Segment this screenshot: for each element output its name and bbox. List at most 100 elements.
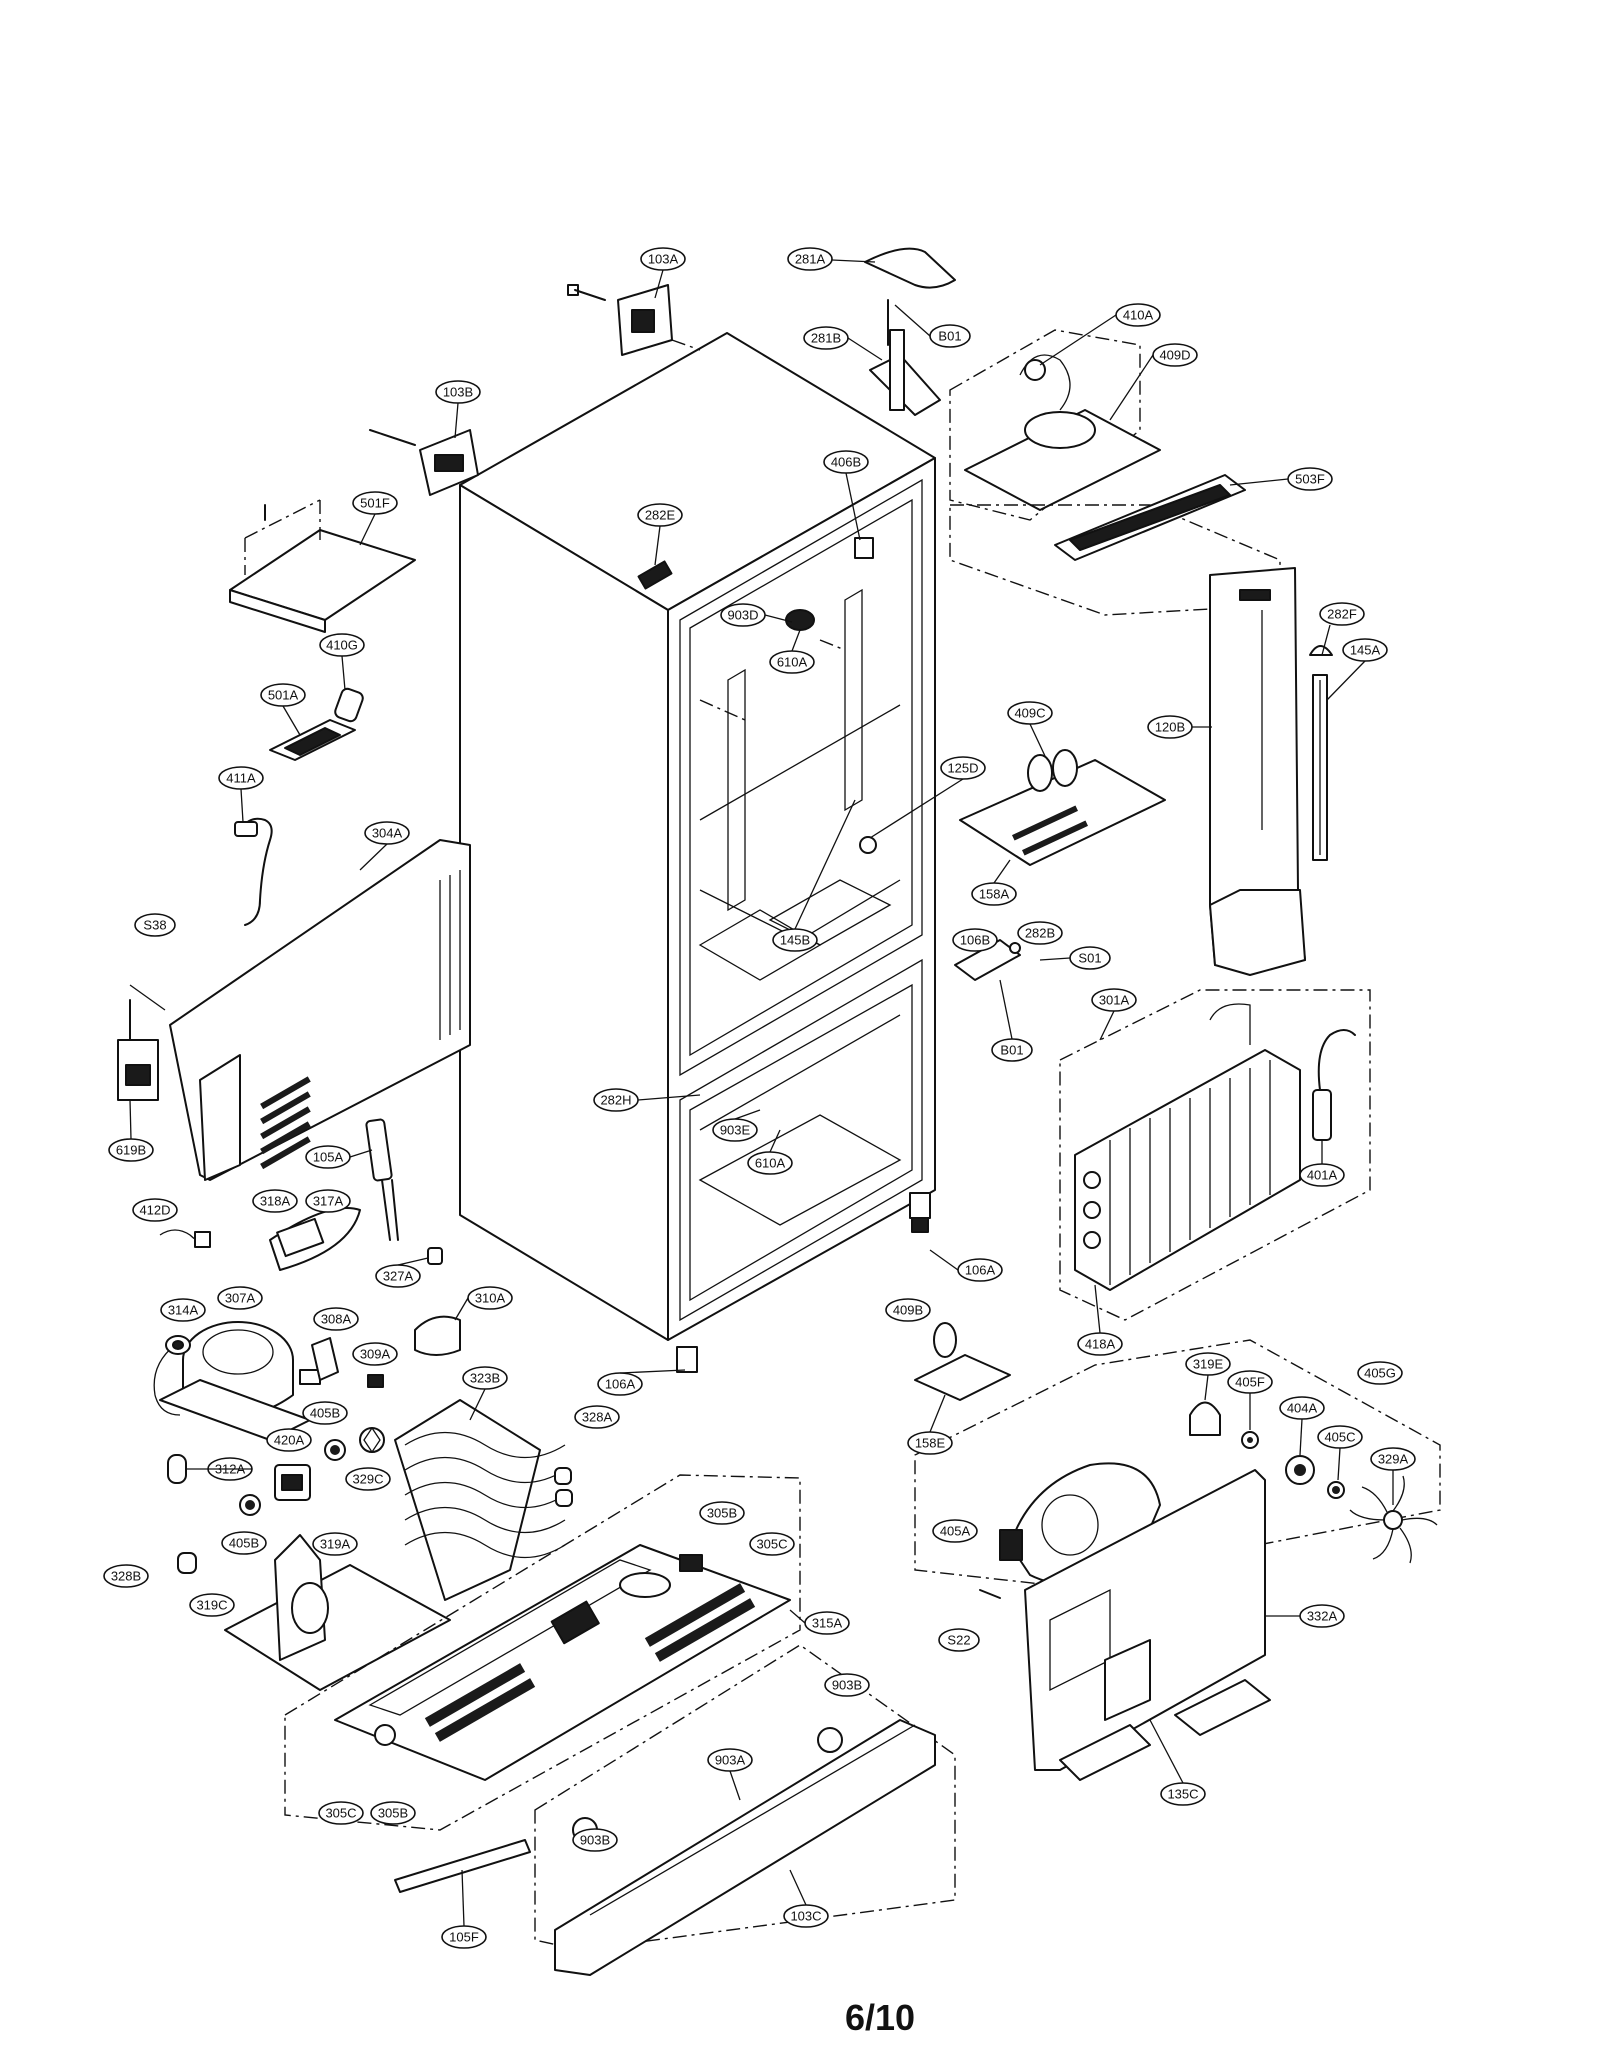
svg-text:409C: 409C bbox=[1014, 706, 1045, 721]
callout-282e: 282E bbox=[637, 503, 683, 527]
machine-compartment-cover-304a bbox=[129, 839, 471, 1181]
svg-text:305B: 305B bbox=[707, 1506, 737, 1521]
svg-text:282E: 282E bbox=[645, 508, 676, 523]
svg-text:145B: 145B bbox=[780, 933, 810, 948]
svg-text:903E: 903E bbox=[720, 1123, 751, 1138]
base-plate-315a bbox=[284, 1474, 801, 1831]
svg-text:903D: 903D bbox=[727, 608, 758, 623]
callout-329c: 329C bbox=[345, 1467, 391, 1491]
heater-401a bbox=[1312, 1029, 1356, 1141]
callout-409d: 409D bbox=[1152, 343, 1198, 367]
svg-text:282B: 282B bbox=[1025, 926, 1055, 941]
svg-text:317A: 317A bbox=[313, 1194, 344, 1209]
hinge-cover-103b bbox=[369, 429, 479, 496]
callout-409c: 409C bbox=[1007, 701, 1053, 725]
bushing-405b-upper bbox=[324, 1439, 346, 1461]
svg-text:319A: 319A bbox=[320, 1537, 351, 1552]
callout-410g: 410G bbox=[319, 633, 365, 657]
svg-text:281B: 281B bbox=[811, 331, 841, 346]
svg-text:315A: 315A bbox=[812, 1616, 843, 1631]
callout-s01: S01 bbox=[1069, 946, 1111, 970]
callout-305b-top: 305B bbox=[699, 1501, 745, 1525]
callout-319a: 319A bbox=[312, 1532, 358, 1556]
callout-404a: 404A bbox=[1279, 1396, 1325, 1420]
svg-text:282H: 282H bbox=[600, 1093, 631, 1108]
callout-412d: 412D bbox=[132, 1198, 178, 1222]
callout-s22: S22 bbox=[938, 1628, 980, 1652]
hinge-cover-281a bbox=[864, 247, 956, 289]
bracket-406b bbox=[854, 537, 874, 559]
svg-text:S38: S38 bbox=[143, 918, 166, 933]
svg-text:327A: 327A bbox=[383, 1269, 414, 1284]
callout-135c: 135C bbox=[1160, 1782, 1206, 1806]
callout-503f: 503F bbox=[1287, 467, 1333, 491]
motor-bracket-319e bbox=[1189, 1401, 1221, 1436]
callout-307a: 307A bbox=[217, 1286, 263, 1310]
svg-text:281A: 281A bbox=[795, 252, 826, 267]
callout-318a: 318A bbox=[252, 1189, 298, 1213]
svg-text:405G: 405G bbox=[1364, 1366, 1396, 1381]
callout-619b: 619B bbox=[108, 1138, 154, 1162]
callout-401a: 401A bbox=[1299, 1163, 1345, 1187]
callout-158a: 158A bbox=[971, 882, 1017, 906]
callout-406b: 406B bbox=[823, 450, 869, 474]
svg-text:120B: 120B bbox=[1155, 720, 1185, 735]
callout-323b: 323B bbox=[462, 1366, 508, 1390]
callout-405c: 405C bbox=[1317, 1425, 1363, 1449]
svg-text:305B: 305B bbox=[378, 1806, 408, 1821]
callout-903d: 903D bbox=[720, 603, 766, 627]
bracket-308a bbox=[311, 1337, 339, 1381]
svg-text:106A: 106A bbox=[965, 1263, 996, 1278]
svg-text:610A: 610A bbox=[755, 1156, 786, 1171]
callout-327a: 327A bbox=[375, 1264, 421, 1288]
svg-text:409B: 409B bbox=[893, 1303, 923, 1318]
lamp-410g bbox=[334, 687, 364, 723]
svg-text:328B: 328B bbox=[111, 1569, 141, 1584]
callout-309a: 309A bbox=[352, 1342, 398, 1366]
svg-text:S22: S22 bbox=[947, 1633, 970, 1648]
svg-text:903B: 903B bbox=[580, 1833, 610, 1848]
callout-282h: 282H bbox=[593, 1088, 639, 1112]
relay-619b bbox=[117, 999, 159, 1101]
svg-text:305C: 305C bbox=[756, 1537, 787, 1552]
callout-b01-top: B01 bbox=[929, 324, 971, 348]
svg-text:B01: B01 bbox=[1000, 1043, 1023, 1058]
callout-145b: 145B bbox=[772, 928, 818, 952]
callout-501f: 501F bbox=[352, 491, 398, 515]
svg-text:619B: 619B bbox=[116, 1143, 146, 1158]
callout-305c-top: 305C bbox=[749, 1532, 795, 1556]
rail-145a bbox=[1312, 674, 1328, 861]
base-grille-103c bbox=[534, 1644, 956, 1976]
callout-328b: 328B bbox=[103, 1564, 149, 1588]
svg-text:318A: 318A bbox=[260, 1194, 291, 1209]
hinge-cover-103a bbox=[567, 284, 701, 356]
power-cord-411a bbox=[234, 817, 273, 926]
svg-text:314A: 314A bbox=[168, 1303, 199, 1318]
svg-text:503F: 503F bbox=[1295, 472, 1325, 487]
svg-text:405A: 405A bbox=[940, 1524, 971, 1539]
svg-text:405B: 405B bbox=[310, 1406, 340, 1421]
callout-319c: 319C bbox=[189, 1593, 235, 1617]
svg-text:405B: 405B bbox=[229, 1536, 259, 1551]
lamp-socket-610a-top bbox=[785, 609, 815, 631]
callout-411a: 411A bbox=[218, 766, 264, 790]
bushing-405f bbox=[1241, 1431, 1259, 1449]
svg-text:319C: 319C bbox=[196, 1598, 227, 1613]
svg-text:106B: 106B bbox=[960, 933, 990, 948]
svg-text:309A: 309A bbox=[360, 1347, 391, 1362]
lamp-cover-158a bbox=[959, 749, 1166, 866]
lamp-cover-158e bbox=[914, 1322, 1011, 1401]
svg-text:105F: 105F bbox=[449, 1930, 479, 1945]
callout-405f: 405F bbox=[1227, 1370, 1273, 1394]
callout-103c: 103C bbox=[783, 1904, 829, 1928]
svg-text:125D: 125D bbox=[947, 761, 978, 776]
svg-text:B01: B01 bbox=[938, 329, 961, 344]
svg-text:105A: 105A bbox=[313, 1150, 344, 1165]
lens-282f bbox=[1309, 645, 1333, 656]
svg-text:610A: 610A bbox=[777, 655, 808, 670]
clip-327a bbox=[427, 1247, 443, 1265]
callout-282b: 282B bbox=[1017, 921, 1063, 945]
callout-106a-right: 106A bbox=[957, 1258, 1003, 1282]
svg-text:103C: 103C bbox=[790, 1909, 821, 1924]
